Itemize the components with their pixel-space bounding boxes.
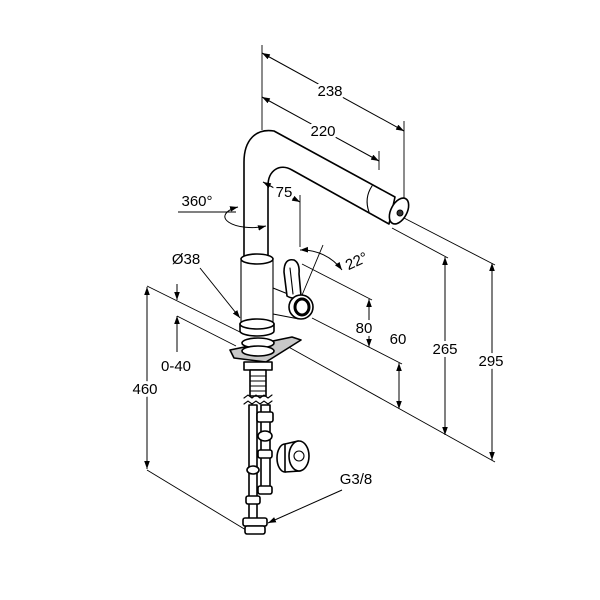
body-fill bbox=[241, 259, 273, 325]
extension-lines bbox=[146, 45, 496, 531]
label-75: 75 bbox=[276, 184, 293, 201]
spray-head-seam bbox=[366, 185, 373, 213]
hose-fitting-6 bbox=[245, 495, 261, 505]
swivel-arc bbox=[224, 206, 267, 231]
lever-handle-edge bbox=[289, 267, 294, 295]
label-80: 80 bbox=[356, 320, 373, 337]
label-22: 22° bbox=[343, 249, 371, 274]
dim-line-75 bbox=[262, 181, 301, 203]
dimension-lines bbox=[144, 52, 495, 524]
threaded-rod bbox=[249, 369, 267, 397]
base-ring-top bbox=[239, 318, 275, 330]
label-220: 220 bbox=[310, 123, 335, 140]
rod-threads bbox=[249, 375, 267, 392]
label-diameter: Ø38 bbox=[172, 251, 200, 268]
label-460: 460 bbox=[132, 381, 157, 398]
ext-lever-top bbox=[301, 263, 373, 301]
label-238: 238 bbox=[317, 83, 342, 100]
hose-fitting-4 bbox=[246, 465, 260, 475]
ext-outlet-top-265 bbox=[391, 227, 449, 259]
diameter-leader bbox=[199, 267, 241, 319]
connection-nut-upper bbox=[242, 517, 268, 527]
hose-weight-front bbox=[288, 440, 310, 472]
body-sides bbox=[240, 258, 274, 325]
hose-fitting-3 bbox=[257, 449, 273, 459]
label-thread: G3/8 bbox=[340, 471, 373, 488]
thread-leader bbox=[267, 489, 343, 524]
dimension-labels: 238 220 360° 75 22° Ø38 80 60 265 295 0-… bbox=[129, 80, 506, 491]
break-line-upper bbox=[243, 394, 273, 399]
ext-lever-disk bbox=[311, 317, 403, 365]
label-0-40: 0-40 bbox=[161, 358, 191, 375]
label-360: 360° bbox=[181, 193, 212, 210]
ext-counter-top-left bbox=[146, 285, 245, 335]
connection-nut-lower bbox=[244, 525, 266, 535]
hose-fitting-1 bbox=[256, 411, 274, 423]
faucet bbox=[229, 129, 410, 535]
hose-fitting-5 bbox=[257, 485, 273, 495]
spout-and-column bbox=[243, 129, 396, 263]
hose-fitting-2 bbox=[257, 430, 273, 442]
lever-disk-inner bbox=[293, 297, 311, 317]
spray-outlet bbox=[396, 209, 404, 217]
dim-line-238 bbox=[261, 52, 405, 132]
ext-connection-bottom bbox=[146, 469, 247, 531]
ext-counter-top-right bbox=[275, 339, 496, 463]
hose-weight-hole bbox=[293, 450, 305, 462]
label-295: 295 bbox=[478, 353, 503, 370]
mounting-ring-lower bbox=[241, 345, 275, 357]
ext-counter-bottom-left bbox=[176, 315, 237, 347]
mounting-nut bbox=[243, 361, 273, 371]
hose-weight bbox=[276, 440, 310, 473]
break-line-lower bbox=[243, 400, 273, 405]
lever-tilt-arc bbox=[299, 246, 343, 271]
label-60: 60 bbox=[390, 331, 407, 348]
dim-line-220 bbox=[261, 96, 380, 162]
body-top bbox=[240, 253, 274, 265]
label-265: 265 bbox=[432, 341, 457, 358]
ext-outlet-top-295 bbox=[403, 217, 496, 266]
